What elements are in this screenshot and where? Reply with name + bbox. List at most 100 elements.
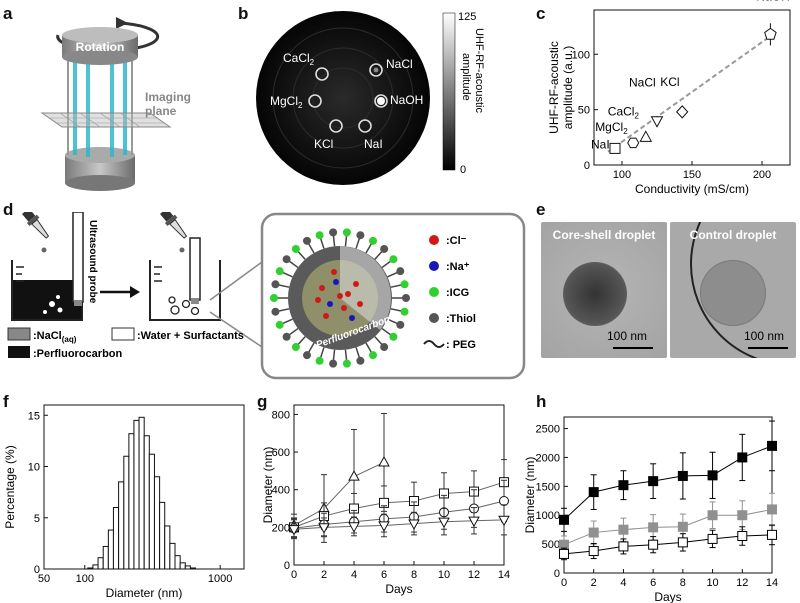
sample-well-mgcl2 <box>308 94 322 108</box>
histogram-bar <box>138 416 145 570</box>
panel-label-e: e <box>536 200 546 219</box>
x-tick-label: 10 <box>706 577 718 589</box>
ion <box>357 301 363 307</box>
histogram-bar <box>112 507 120 570</box>
data-point <box>737 531 748 542</box>
histogram-bar <box>133 419 140 570</box>
acoustic-image: CaCl2 NaCl MgCl2 NaOH KCl NaI 125 0 UHF-… <box>256 11 485 185</box>
histogram-bar <box>164 525 171 570</box>
point-label: NaOH <box>756 0 789 3</box>
x-tick-label: 14 <box>498 569 510 581</box>
series-line <box>293 519 505 530</box>
y-tick-label: 200 <box>272 522 290 534</box>
data-point <box>677 521 688 532</box>
x-tick-label: 1000 <box>208 573 232 585</box>
panel-label-c: c <box>536 4 546 23</box>
data-point <box>650 116 664 128</box>
histogram-bar <box>159 501 166 570</box>
ion <box>319 285 325 291</box>
histogram-bar <box>148 453 155 570</box>
y-tick-label: 0 <box>584 160 590 172</box>
data-point <box>348 470 360 481</box>
colorbar-min: 0 <box>460 164 466 176</box>
ion <box>323 313 329 319</box>
x-tick-label: 8 <box>680 577 686 589</box>
data-point <box>618 480 629 491</box>
panel-label-f: f <box>3 392 9 411</box>
synthesis-schematic: Ultrasound probe :NaCl(aq) :Water + Surf… <box>7 212 526 380</box>
ion <box>353 281 359 287</box>
data-point <box>499 496 509 506</box>
tem-control: Control droplet 100 nm <box>670 222 796 358</box>
y-tick-label: 100 <box>572 49 590 61</box>
x-tick-label: 0 <box>291 569 297 581</box>
ligand-head <box>271 307 280 316</box>
data-point <box>588 527 599 538</box>
data-point <box>737 452 748 463</box>
ion <box>337 293 343 299</box>
x-tick-label: 150 <box>683 169 701 181</box>
y-tick-label: 400 <box>272 485 290 497</box>
ligand-head <box>303 236 311 245</box>
y-axis-label: Percentage (%) <box>3 445 17 528</box>
data-point <box>378 455 390 467</box>
ion <box>327 301 333 307</box>
colorbar-label-2: amplitude <box>460 53 472 101</box>
ligand-head <box>396 320 405 329</box>
data-point <box>767 440 777 451</box>
ion <box>331 269 337 275</box>
data-point <box>737 510 748 521</box>
y-tick-label: 800 <box>272 409 290 421</box>
data-point <box>468 516 480 528</box>
ligand-head <box>356 231 365 240</box>
rotation-label: Rotation <box>76 40 125 54</box>
histogram-bar <box>174 555 181 570</box>
histogram-bar <box>102 545 109 570</box>
tem-core-shell: Core-shell droplet 100 nm <box>541 222 667 358</box>
x-axis-label: Days <box>654 590 681 603</box>
panel-label-a: a <box>3 4 13 23</box>
y-tick-label: 10 <box>28 462 40 474</box>
x-tick-label: 6 <box>381 569 387 581</box>
sample-well-cacl2 <box>315 67 329 81</box>
ligand-head <box>275 320 284 329</box>
data-point <box>559 548 569 559</box>
ligand-head <box>329 359 338 368</box>
data-point <box>767 504 777 515</box>
y-axis-label-2: amplitude (a.u.) <box>561 46 575 129</box>
data-point <box>648 476 659 487</box>
data-point <box>627 137 640 149</box>
legend-pfc: :Perfluorocarbon <box>33 348 123 360</box>
ligand-head <box>342 228 351 237</box>
point-label: CaCl2 <box>608 104 640 120</box>
histogram-bar <box>189 567 197 570</box>
y-tick-label: 0 <box>554 568 560 580</box>
y-axis-label-1: UHF-RF-acoustic <box>547 41 561 134</box>
x-tick-label: 12 <box>736 577 748 589</box>
y-tick-label: 500 <box>542 539 560 551</box>
ligand-head <box>369 351 377 360</box>
data-point <box>639 130 653 142</box>
data-point <box>408 519 420 531</box>
ligand-head <box>315 356 324 365</box>
data-point <box>609 142 621 154</box>
x-tick-label: 6 <box>650 577 656 589</box>
sample-well-nacl <box>369 63 383 77</box>
x-tick-label: 200 <box>753 169 771 181</box>
y-tick-label: 5 <box>34 513 40 525</box>
salt-label-naoh: NaOH <box>390 93 423 107</box>
ion <box>349 315 355 321</box>
y-axis-label: Diameter (nm) <box>523 457 537 534</box>
peg-icon <box>423 340 445 348</box>
data-point <box>288 525 300 536</box>
histogram-bar <box>153 476 161 570</box>
point-label: MgCl2 <box>595 120 628 136</box>
legend-icg: :ICG <box>446 287 469 299</box>
series-line <box>293 461 385 526</box>
point-label: NaCl <box>629 76 656 90</box>
ligand-head <box>356 356 365 365</box>
histogram-bar <box>118 481 125 570</box>
point-label: NaI <box>591 137 610 151</box>
